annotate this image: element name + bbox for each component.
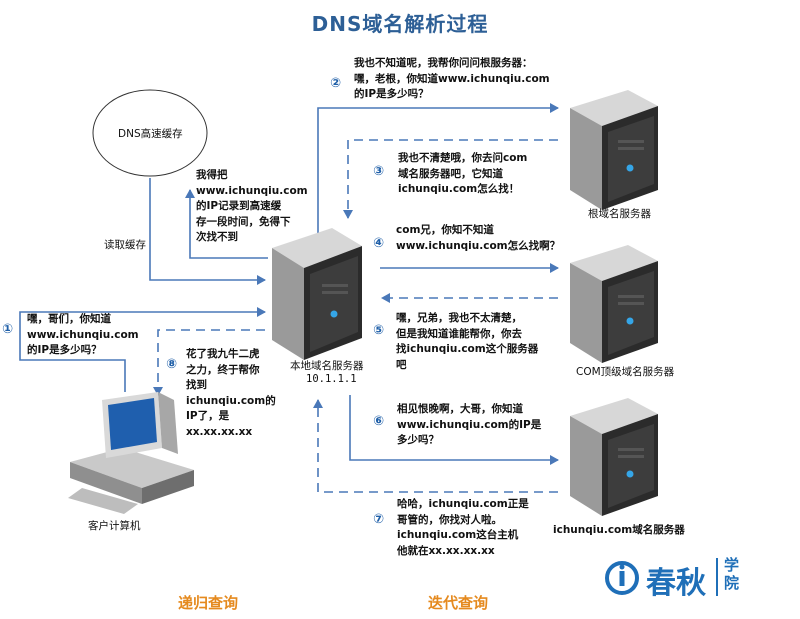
step-3-number: ③ bbox=[373, 164, 385, 179]
local-server-icon bbox=[262, 228, 372, 360]
diagram-title: DNS域名解析过程 bbox=[311, 12, 489, 36]
com-server-icon bbox=[560, 245, 670, 363]
step-1-text: 嘿，哥们，你知道 www.ichunqiu.com 的IP是多少吗？ bbox=[27, 313, 139, 356]
com-server-label: COM顶级域名服务器 bbox=[576, 366, 675, 378]
step-8-text: 花了我九牛二虎 之力，终于帮你 找到 ichunqiu.com的 IP了，是 x… bbox=[186, 348, 276, 438]
brand-logo: 春秋 学院 bbox=[604, 556, 790, 601]
step-6-text: 相见恨晚啊，大哥，你知道 www.ichunqiu.com的IP是 多少吗？ bbox=[397, 403, 542, 446]
step-4-text: com兄，你知不知道 www.ichunqiu.com怎么找啊？ bbox=[396, 224, 561, 252]
step-6-number: ⑥ bbox=[373, 414, 385, 429]
recursive-query-label: 递归查询 bbox=[178, 594, 239, 612]
local-server-ip: 10.1.1.1 bbox=[306, 373, 357, 385]
read-cache-label: 读取缓存 bbox=[104, 239, 146, 251]
step-7-number: ⑦ bbox=[373, 512, 385, 527]
ichunqiu-server-icon bbox=[560, 398, 670, 516]
root-server-icon bbox=[560, 90, 670, 210]
step-5-text: 嘿，兄弟，我也不太清楚， 但是我知道谁能帮你，你去 找ichunqiu.com这… bbox=[396, 312, 539, 371]
brand-divider bbox=[716, 558, 718, 596]
step-1-number: ① bbox=[2, 322, 14, 337]
step-5-number: ⑤ bbox=[373, 323, 385, 338]
dns-cache-label: DNS高速缓存 bbox=[118, 128, 183, 140]
iterative-query-label: 迭代查询 bbox=[428, 594, 489, 612]
brand-sub: 学院 bbox=[724, 556, 740, 592]
cache-note: 我得把 www.ichunqiu.com 的IP记录到高速缓 存一段时间，免得下… bbox=[196, 169, 308, 243]
step-4-number: ④ bbox=[373, 236, 385, 251]
client-computer-icon bbox=[62, 392, 202, 521]
brand-mark-icon bbox=[605, 561, 639, 595]
brand-name: 春秋 bbox=[646, 566, 706, 601]
step-3-text: 我也不清楚哦，你去问com 域名服务器吧，它知道 ichunqiu.com怎么找… bbox=[398, 152, 528, 195]
step-8-number: ⑧ bbox=[166, 357, 178, 372]
step-7-text: 哈哈，ichunqiu.com正是 哥管的，你找对人啦。 ichunqiu.co… bbox=[397, 498, 529, 557]
step-2-number: ② bbox=[330, 76, 342, 91]
root-server-label: 根域名服务器 bbox=[588, 208, 651, 220]
local-server-name: 本地域名服务器 bbox=[290, 360, 364, 372]
ichunqiu-server-label: ichunqiu.com域名服务器 bbox=[553, 524, 685, 536]
client-label: 客户计算机 bbox=[88, 520, 141, 532]
step-2-text: 我也不知道呢，我帮你问问根服务器： 嘿，老根，你知道www.ichunqiu.c… bbox=[354, 57, 550, 100]
